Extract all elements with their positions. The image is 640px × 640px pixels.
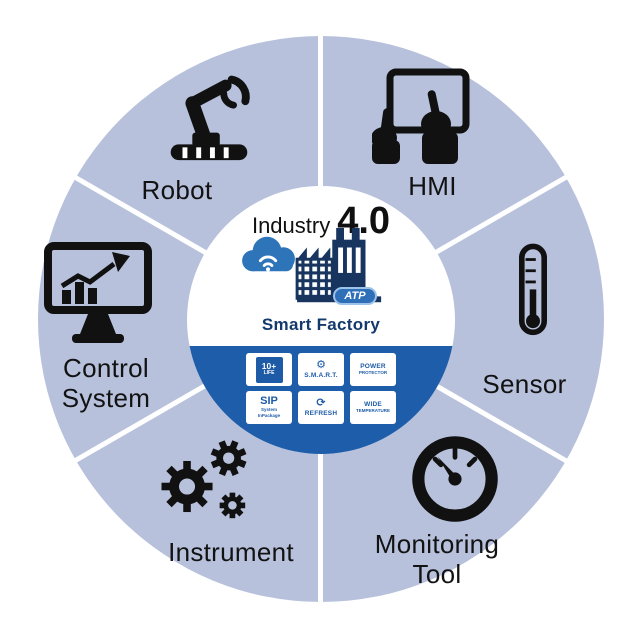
power-text: POWER [360,362,386,370]
life-badge-inner: 10+ LIFE [255,356,283,383]
smart-factory-label: Smart Factory [261,315,381,334]
sip-badge: SIP System InPackage [246,391,292,424]
sip-text: SIP [260,395,278,408]
sip-system-text: System [260,407,277,413]
life-badge-bottom-text: LIFE [263,370,275,377]
sip-inpackage-text: InPackage [257,413,281,418]
gauge-icon [408,432,502,526]
smart-badge-text: S.M.A.R.T. [304,371,338,379]
segment-label-robot: Robot [141,175,213,205]
robot-arm-icon [155,58,263,166]
segment-label-hmi: HMI [408,171,457,201]
segment-label-sensor: Sensor [482,369,567,399]
monitor-chart-icon [42,240,154,346]
segment-label-instrument: Instrument [168,537,294,567]
hmi-touch-tablet-icon [371,64,480,164]
segment-divider [318,35,323,319]
thermometer-icon [505,236,561,354]
atp-badge: ATP [333,287,377,305]
hub-title: Industry 4.0 [187,200,455,243]
feature-badges-panel: 10+ LIFE ⚙ S.M.A.R.T. POWER PROTECTOR SI… [187,346,455,454]
segment-label-control-system: Control System [61,353,151,413]
wide-text: WIDE [364,400,382,408]
center-hub: Industry 4.0 [187,186,455,454]
life-badge: 10+ LIFE [246,353,292,386]
segment-label-monitoring-tool: Monitoring Tool [374,529,500,589]
refresh-arrow-icon: ⟳ [316,396,326,409]
refresh-text: REFRESH [304,409,338,417]
refresh-badge: ⟳ REFRESH [298,391,344,424]
temperature-text: TEMPERATURE [356,408,390,414]
badge-row: 10+ LIFE ⚙ S.M.A.R.T. POWER PROTECTOR [246,353,396,386]
version-text: 4.0 [337,200,391,242]
protector-text: PROTECTOR [358,370,388,376]
smart-badge: ⚙ S.M.A.R.T. [298,353,344,386]
wide-temperature-badge: WIDE TEMPERATURE [350,391,396,424]
life-badge-top-text: 10+ [261,361,277,372]
industry-text: Industry [251,213,331,238]
power-protector-badge: POWER PROTECTOR [350,353,396,386]
gear-glyph-icon: ⚙ [316,358,326,371]
badge-row: SIP System InPackage ⟳ REFRESH WIDE TEMP… [246,391,396,424]
cloud-wifi-icon [237,230,301,278]
